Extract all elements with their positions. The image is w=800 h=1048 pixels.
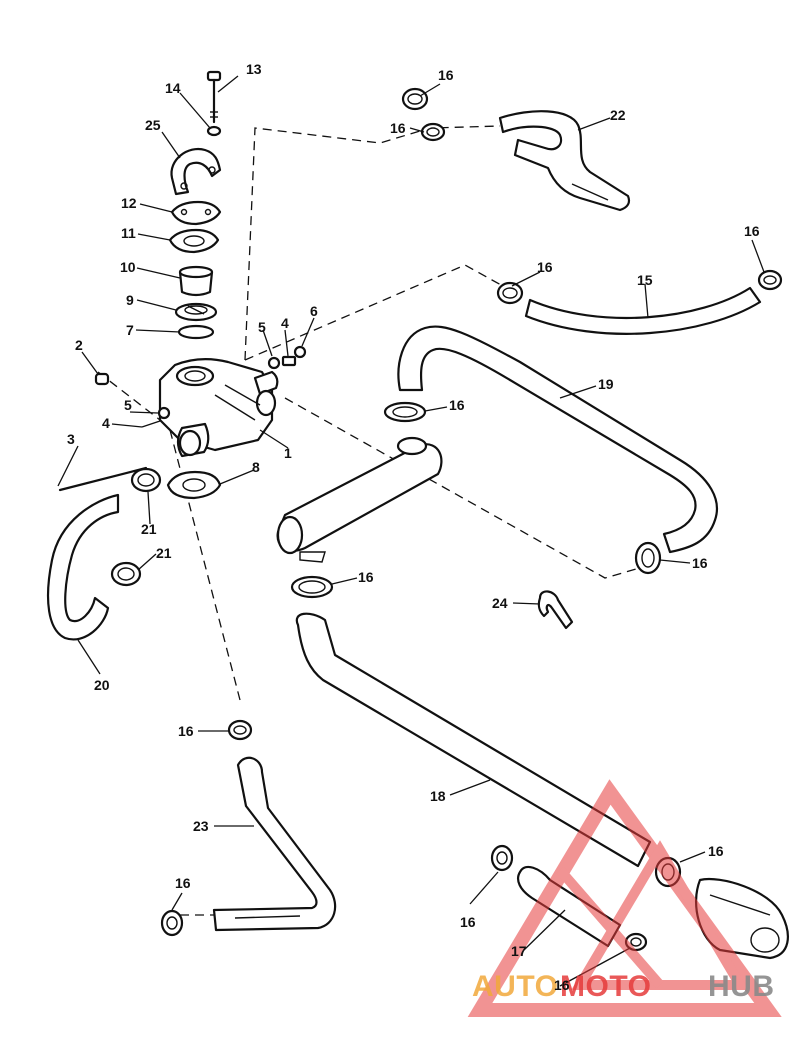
hose-18 <box>295 612 652 868</box>
callout-16-h: 16 <box>178 723 194 739</box>
o-ring-7 <box>177 324 215 340</box>
callout-4-right: 4 <box>281 315 289 331</box>
clip-24 <box>537 590 574 630</box>
hose-19 <box>397 325 719 554</box>
watermark-text-auto: AUTO <box>472 970 558 1003</box>
callout-24: 24 <box>492 595 508 611</box>
clamp-16-hose23-top <box>227 719 253 741</box>
callout-labels: 13 14 25 12 11 10 9 7 2 5 4 6 5 4 3 1 8 … <box>67 61 760 993</box>
callout-18: 18 <box>430 788 446 804</box>
clamp-16-hose15-left <box>496 281 524 305</box>
thermostat-9 <box>174 302 218 322</box>
callout-20: 20 <box>94 677 110 693</box>
ball-5-right <box>267 356 281 370</box>
callout-13: 13 <box>246 61 262 77</box>
leader-lines <box>57 75 765 987</box>
callout-16-a: 16 <box>438 67 454 83</box>
callout-10: 10 <box>120 259 136 275</box>
callout-5-left: 5 <box>124 397 132 413</box>
bracket-25-hole <box>180 182 188 190</box>
clamp-16-bottom-left <box>160 909 184 937</box>
watermark-text-moto: MOTO <box>560 970 651 1003</box>
hose-22 <box>498 110 631 212</box>
watermark-text-hub: HUB <box>708 970 775 1003</box>
callout-16-k: 16 <box>460 914 476 930</box>
callout-23: 23 <box>193 818 209 834</box>
watermark-text: AUTO MOTO HUB <box>472 970 775 1003</box>
screw-6 <box>293 345 307 359</box>
callout-21-lower: 21 <box>156 545 172 561</box>
callout-16-d: 16 <box>744 223 760 239</box>
callout-1: 1 <box>284 445 292 461</box>
callout-2: 2 <box>75 337 83 353</box>
clamp-21-lower <box>110 561 142 587</box>
callout-9: 9 <box>126 292 134 308</box>
washer-14 <box>206 125 222 137</box>
callout-16-i: 16 <box>175 875 191 891</box>
callout-21-upper: 21 <box>141 521 157 537</box>
callout-14: 14 <box>165 80 181 96</box>
spring-4-left <box>141 420 161 428</box>
callout-25: 25 <box>145 117 161 133</box>
plug-2 <box>94 372 110 386</box>
callout-19: 19 <box>598 376 614 392</box>
clamp-21-upper <box>130 467 162 493</box>
clamp-16-hose19-bottom <box>634 541 662 575</box>
bolt-13 <box>206 70 222 124</box>
callout-16-g: 16 <box>358 569 374 585</box>
rod-3 <box>58 466 148 492</box>
gasket-8 <box>166 470 222 500</box>
callout-6: 6 <box>310 303 318 319</box>
clamp-16-hose19-top <box>383 401 427 423</box>
callout-16-b: 16 <box>390 120 406 136</box>
clamp-16-upper-mid <box>420 122 446 142</box>
gasket-11 <box>168 228 220 254</box>
callout-16-c: 16 <box>537 259 553 275</box>
callout-5-right: 5 <box>258 319 266 335</box>
hose-20 <box>46 493 120 641</box>
callout-16-l: 16 <box>554 977 570 993</box>
callout-16-j: 16 <box>708 843 724 859</box>
thermostat-housing-1 <box>158 358 279 458</box>
callout-16-e: 16 <box>449 397 465 413</box>
cover-plate-12 <box>170 200 222 226</box>
watermark-logo <box>467 779 782 1017</box>
callout-15: 15 <box>637 272 653 288</box>
ball-5-left <box>157 406 171 420</box>
callout-4-left: 4 <box>102 415 110 431</box>
clamp-16-hose18-top <box>290 575 334 599</box>
callout-8: 8 <box>252 459 260 475</box>
callout-16-f: 16 <box>692 555 708 571</box>
callout-11: 11 <box>121 225 136 241</box>
callout-17: 17 <box>511 943 527 959</box>
callout-7: 7 <box>126 322 134 338</box>
callout-12: 12 <box>121 195 137 211</box>
hose-23 <box>212 756 337 932</box>
clamp-16-hose15-right <box>757 269 783 291</box>
spring-4-right <box>281 355 297 367</box>
hose-15 <box>524 286 762 335</box>
clamp-16-hose17-top <box>490 844 514 872</box>
sleeve-10 <box>178 265 214 297</box>
heat-exchanger-tube <box>276 436 443 563</box>
clamp-16-top <box>401 87 429 111</box>
callout-3: 3 <box>67 431 75 447</box>
callout-22: 22 <box>610 107 626 123</box>
